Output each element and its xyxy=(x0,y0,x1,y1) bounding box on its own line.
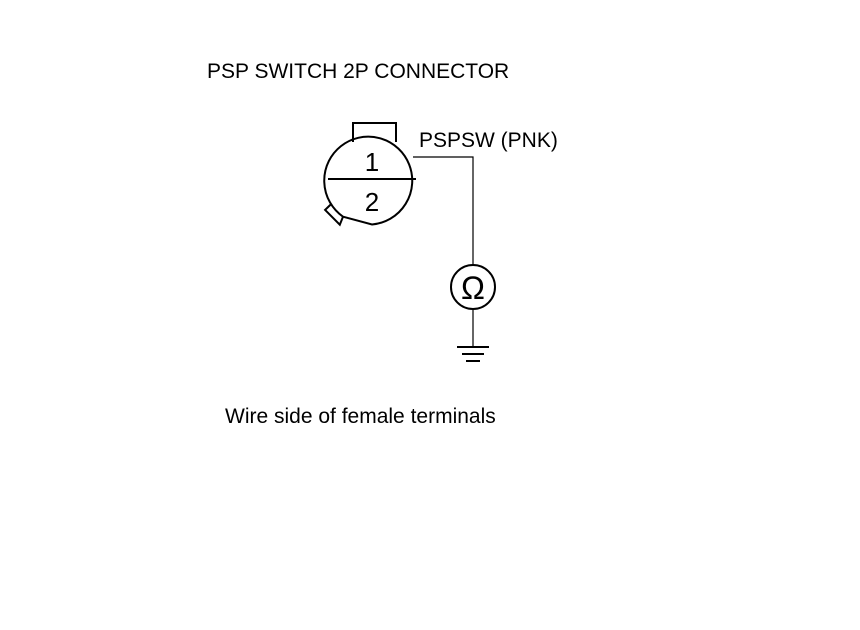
connector-2p xyxy=(323,122,416,227)
connector-lock-tab xyxy=(352,122,397,142)
diagram-caption: Wire side of female terminals xyxy=(225,405,496,428)
wire-label: PSPSW (PNK) xyxy=(419,129,558,152)
ground-icon xyxy=(457,346,489,362)
ohmmeter-icon: Ω xyxy=(450,264,496,310)
terminal-1-label: 1 xyxy=(365,147,379,177)
terminal-2-label: 2 xyxy=(365,187,379,217)
ohm-symbol: Ω xyxy=(461,270,485,306)
diagram-title: PSP SWITCH 2P CONNECTOR xyxy=(207,60,509,83)
connector-outline xyxy=(323,135,414,227)
wire-pspsw xyxy=(413,156,474,265)
